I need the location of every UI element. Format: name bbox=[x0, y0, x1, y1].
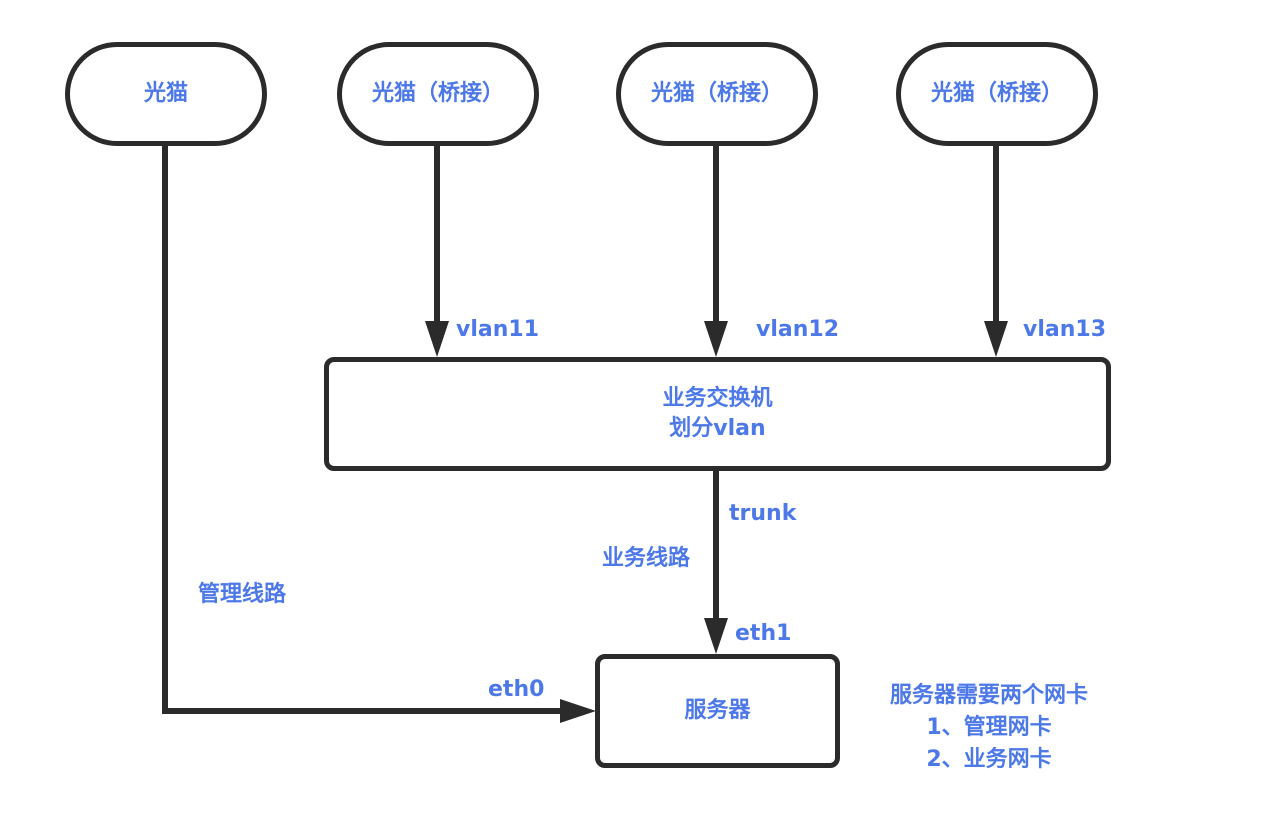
business-switch-node: 业务交换机 划分vlan bbox=[324, 357, 1111, 471]
arrowhead-vlan11 bbox=[425, 321, 449, 357]
eth0-label: eth0 bbox=[488, 677, 545, 702]
modem-main-label: 光猫 bbox=[143, 81, 188, 106]
arrowhead-eth0 bbox=[560, 699, 596, 723]
note-line-1: 服务器需要两个网卡 bbox=[889, 683, 1088, 708]
modem-main-node: 光猫 bbox=[65, 42, 267, 146]
arrowhead-vlan13 bbox=[984, 321, 1008, 357]
switch-title: 业务交换机 bbox=[662, 386, 773, 411]
server-nic-note: 服务器需要两个网卡 1、管理网卡 2、业务网卡 bbox=[866, 680, 1112, 776]
server-node: 服务器 bbox=[595, 654, 840, 768]
eth1-label: eth1 bbox=[735, 621, 792, 646]
management-line-path bbox=[162, 146, 562, 714]
modem-bridge-label-2: 光猫（桥接） bbox=[650, 81, 783, 106]
management-line-label: 管理线路 bbox=[198, 582, 287, 607]
note-line-2: 1、管理网卡 bbox=[926, 715, 1052, 740]
switch-subtitle: 划分vlan bbox=[669, 416, 766, 441]
trunk-label: trunk bbox=[729, 501, 797, 526]
server-label: 服务器 bbox=[684, 698, 751, 723]
vlan11-label: vlan11 bbox=[456, 317, 540, 342]
modem-bridge-label-3: 光猫（桥接） bbox=[930, 81, 1063, 106]
note-line-3: 2、业务网卡 bbox=[926, 747, 1052, 772]
vlan13-label: vlan13 bbox=[1023, 317, 1107, 342]
modem-bridge-node-2: 光猫（桥接） bbox=[616, 42, 818, 146]
arrowhead-eth1 bbox=[704, 618, 728, 654]
business-line-label: 业务线路 bbox=[602, 546, 691, 571]
modem-bridge-node-3: 光猫（桥接） bbox=[896, 42, 1098, 146]
modem-bridge-node-1: 光猫（桥接） bbox=[337, 42, 539, 146]
vlan12-label: vlan12 bbox=[756, 317, 840, 342]
arrowhead-vlan12 bbox=[704, 321, 728, 357]
modem-bridge-label-1: 光猫（桥接） bbox=[371, 81, 504, 106]
